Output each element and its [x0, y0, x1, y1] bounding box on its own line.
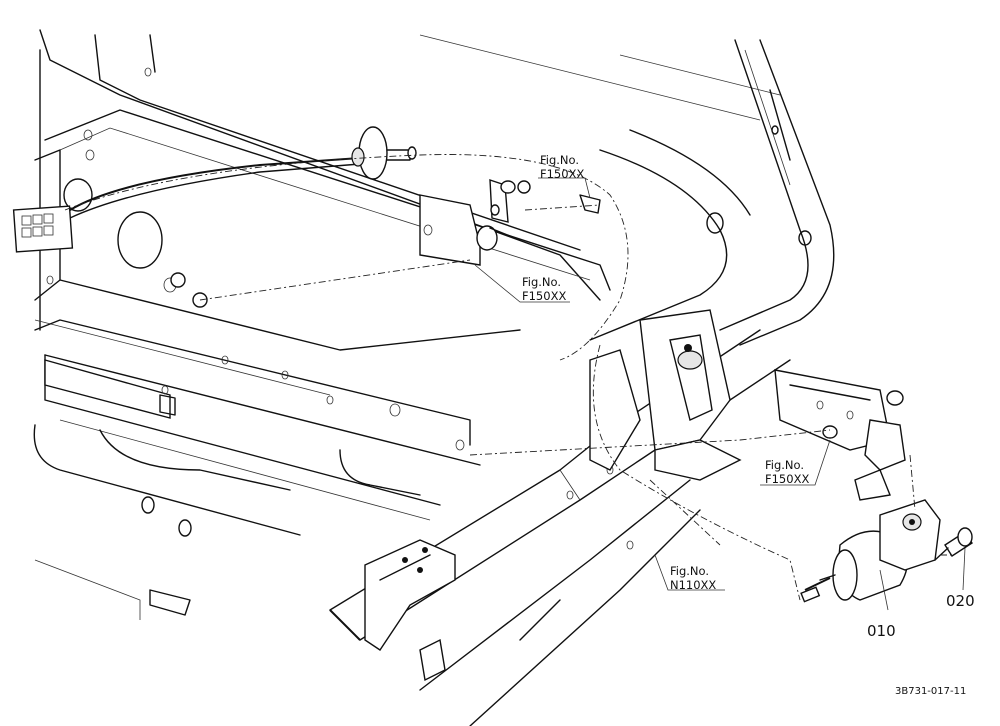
callout-line2: F150XX [540, 167, 584, 181]
callout-line1: Fig.No. [670, 564, 709, 578]
part-number-010: 010 [867, 622, 896, 640]
callout-leaders [474, 177, 966, 611]
callout-fig-f150xx-top: Fig.No. F150XX [540, 153, 584, 181]
connector-pins [21, 213, 54, 238]
callout-line2: N110XX [670, 578, 716, 592]
assembly-guide-lines [64, 154, 955, 601]
bottom-bracket [364, 539, 456, 682]
upper-frame-panel [34, 29, 781, 396]
solenoid-bracket [774, 369, 906, 501]
callout-line1: Fig.No. [540, 153, 579, 167]
solenoid-part-010 [800, 499, 941, 603]
callout-fig-f150xx-middle: Fig.No. F150XX [522, 275, 566, 303]
frame-curved-member [589, 39, 835, 346]
callout-line1: Fig.No. [765, 458, 804, 472]
cable-assembly [12, 126, 417, 253]
bolt-part-020 [934, 527, 973, 561]
mount-plates [589, 309, 742, 481]
callout-line1: Fig.No. [522, 275, 561, 289]
callout-line2: F150XX [522, 289, 566, 303]
callout-fig-n110xx: Fig.No. N110XX [670, 564, 716, 592]
drawing-code: 3B731-017-11 [895, 686, 966, 697]
lower-frame-body [33, 277, 481, 620]
cable-clamp-bracket [170, 179, 601, 308]
callout-line2: F150XX [765, 472, 809, 486]
callout-fig-f150xx-right: Fig.No. F150XX [765, 458, 809, 486]
part-number-020: 020 [946, 592, 975, 610]
